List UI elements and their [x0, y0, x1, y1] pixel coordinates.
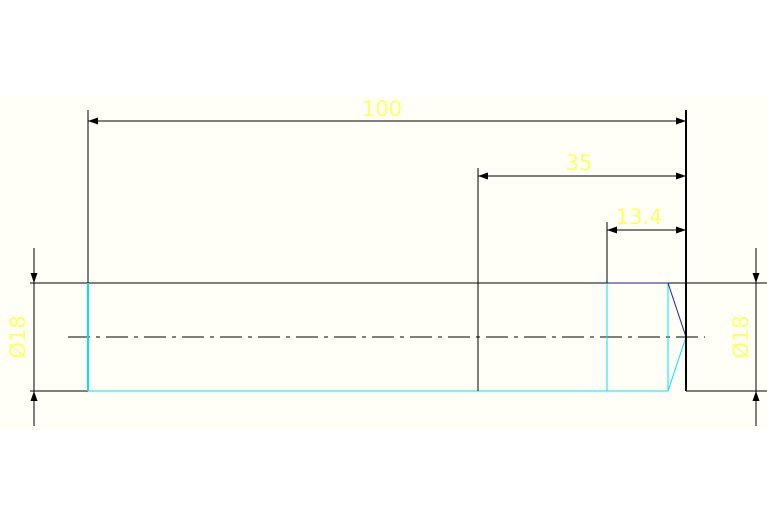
dimension-text-35: 35: [566, 151, 593, 175]
dimension-text-13-4: 13.4: [616, 205, 663, 229]
tip-upper-edge: [667, 282, 687, 338]
diameter-text-right: Ø18: [729, 315, 753, 358]
tip-lower-edge: [667, 336, 687, 392]
diameter-text-left: Ø18: [6, 315, 30, 358]
dimension-text-100: 100: [362, 97, 402, 121]
drawing-area: [0, 95, 767, 430]
